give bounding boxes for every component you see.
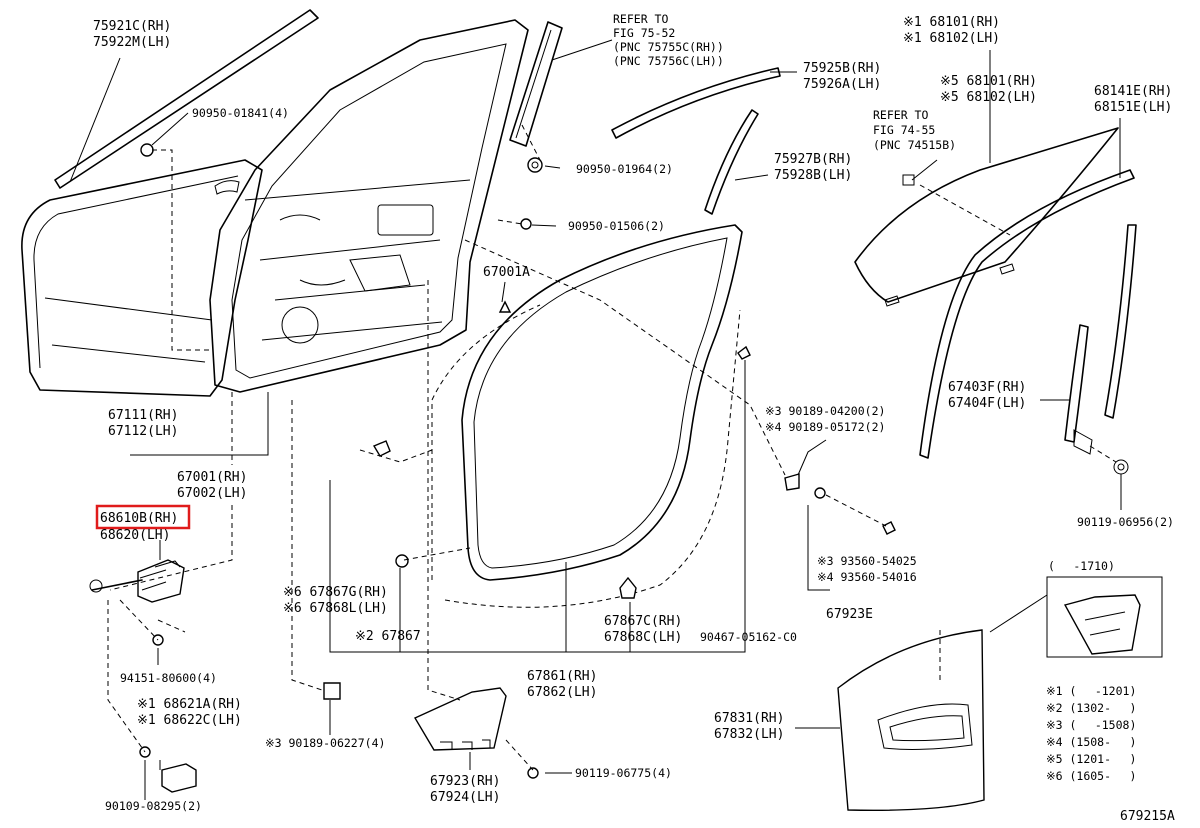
inner-weatherstrip <box>704 109 759 215</box>
highlight-box <box>95 504 191 530</box>
label-90950-01964: 90950-01964(2) <box>576 162 673 176</box>
label-67861: 67861(RH)67862(LH) <box>527 669 597 700</box>
label-67403: 67403F(RH)67404F(LH) <box>948 380 1026 411</box>
label-67867c: 67867C(RH)67868C(LH) <box>604 614 682 645</box>
label-67867g: ※6 67867G(RH)※6 67868L(LH) <box>283 585 388 616</box>
door-check <box>89 559 185 603</box>
division-bar <box>509 21 563 147</box>
label-75925: 75925B(RH)75926A(LH) <box>803 61 881 92</box>
label-67001a: 67001A <box>483 265 530 280</box>
label-67867: ※2 67867 <box>355 629 421 644</box>
door-frame <box>209 19 529 393</box>
label-90950-01841: 90950-01841(4) <box>192 106 289 120</box>
label-inset-range: ( -1710) <box>1048 559 1115 573</box>
outer-weatherstrip <box>611 67 781 139</box>
door-liner <box>413 687 507 751</box>
label-90467: 90467-05162-C0 <box>700 630 797 644</box>
rear-sash-channel <box>1064 324 1129 475</box>
label-75921: 75921C(RH)75922M(LH) <box>93 19 171 50</box>
label-90189-06227: ※3 90189-06227(4) <box>265 736 385 750</box>
label-90109: 90109-08295(2) <box>105 799 202 813</box>
label-67923: 67923(RH)67924(LH) <box>430 774 500 805</box>
label-90189-04200: ※3 90189-04200(2)※4 90189-05172(2) <box>765 404 885 434</box>
label-notes: ※1 ( -1201) ※2 (1302- ) ※3 ( -1508) ※4 (… <box>1046 684 1143 783</box>
service-hole-cover <box>837 629 985 811</box>
label-90950-01506: 90950-01506(2) <box>568 219 665 233</box>
label-94151: 94151-80600(4) <box>120 671 217 685</box>
label-68101-a: ※1 68101(RH)※1 68102(LH) <box>903 15 1000 46</box>
glass-run <box>919 169 1137 459</box>
label-67111: 67111(RH)67112(LH) <box>108 408 178 439</box>
label-75927: 75927B(RH)75928B(LH) <box>774 152 852 183</box>
label-90119-06775: 90119-06775(4) <box>575 766 672 780</box>
fasteners <box>139 143 896 779</box>
inset-detail <box>989 576 1163 658</box>
door-check-cover <box>161 763 197 793</box>
label-68141: 68141E(RH)68151E(LH) <box>1094 84 1172 115</box>
label-67001: 67001(RH)67002(LH) <box>177 470 247 501</box>
door-weatherstrip <box>461 224 743 581</box>
drawings <box>21 9 1163 811</box>
leader-lines <box>69 39 1122 800</box>
label-90119-06956: 90119-06956(2) <box>1077 515 1174 529</box>
outer-door-panel <box>21 159 263 397</box>
label-68101-b: ※5 68101(RH)※5 68102(LH) <box>940 74 1037 105</box>
door-glass <box>854 127 1119 307</box>
labels: 75921C(RH)75922M(LH) 90950-01841(4) REFE… <box>93 12 1175 824</box>
label-67831: 67831(RH)67832(LH) <box>714 711 784 742</box>
label-67923e: 67923E <box>826 607 873 622</box>
outer-belt-moulding <box>54 9 319 189</box>
label-68621: ※1 68621A(RH)※1 68622C(LH) <box>137 697 242 728</box>
guide-lines <box>107 124 1117 771</box>
label-68610: 68610B(RH)68620(LH) <box>100 511 178 543</box>
label-figure-number: 679215A <box>1120 809 1175 824</box>
label-93560: ※3 93560-54025※4 93560-54016 <box>817 554 917 584</box>
